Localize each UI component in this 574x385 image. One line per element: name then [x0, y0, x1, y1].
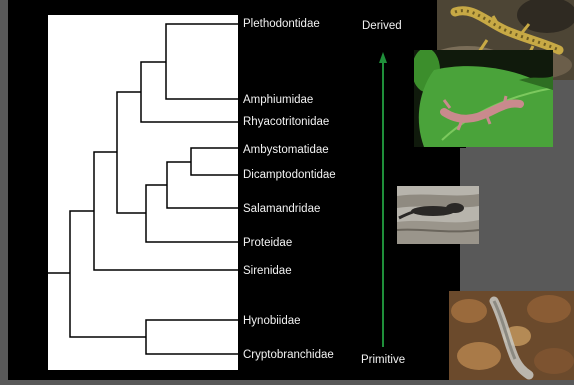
taxon-plethodontidae: Plethodontidae: [243, 17, 320, 31]
slide-frame-bottom: [0, 380, 574, 385]
taxon-salamandridae: Salamandridae: [243, 202, 320, 216]
taxon-cryptobranchidae: Cryptobranchidae: [243, 348, 334, 362]
cladogram-panel: [48, 15, 238, 370]
derived-label: Derived: [362, 19, 402, 33]
taxon-ambystomatidae: Ambystomatidae: [243, 143, 329, 157]
slide-frame-left: [0, 0, 8, 385]
hellbender-in-stream-photo: [449, 291, 574, 380]
taxon-hynobiidae: Hynobiidae: [243, 314, 301, 328]
dark-salamander-on-log-photo: [397, 186, 479, 244]
derived-primitive-arrow: [379, 52, 387, 347]
taxon-proteidae: Proteidae: [243, 236, 292, 250]
taxon-amphiumidae: Amphiumidae: [243, 93, 313, 107]
taxon-rhyacotritonidae: Rhyacotritonidae: [243, 115, 329, 129]
taxon-dicamptodontidae: Dicamptodontidae: [243, 168, 336, 182]
taxon-sirenidae: Sirenidae: [243, 264, 292, 278]
primitive-label: Primitive: [361, 353, 405, 367]
pink-salamander-on-leaf-photo: [414, 50, 553, 147]
